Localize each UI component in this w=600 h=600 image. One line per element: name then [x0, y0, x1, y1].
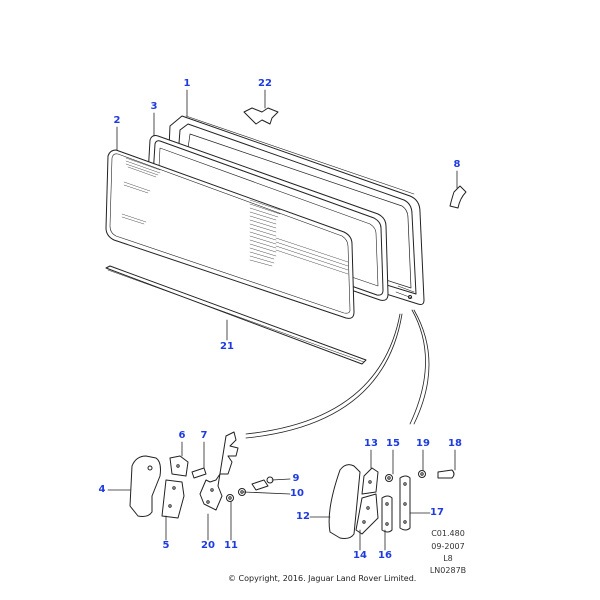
- callout-part-5[interactable]: 5: [162, 540, 170, 551]
- callout-part-12[interactable]: 12: [296, 511, 310, 522]
- callout-part-14[interactable]: 14: [353, 550, 367, 561]
- callout-part-10[interactable]: 10: [290, 488, 304, 499]
- callout-part-2[interactable]: 2: [113, 115, 121, 126]
- callout-part-9[interactable]: 9: [292, 473, 300, 484]
- callout-part-1[interactable]: 1: [183, 78, 191, 89]
- callout-part-18[interactable]: 18: [448, 438, 462, 449]
- callout-part-8[interactable]: 8: [453, 159, 461, 170]
- clip-part-8: [449, 185, 467, 209]
- callout-part-16[interactable]: 16: [378, 550, 392, 561]
- reference-level: L8: [443, 554, 453, 563]
- left-hinge-assembly: [129, 431, 274, 519]
- callout-part-19[interactable]: 19: [416, 438, 430, 449]
- detail-lines: [245, 309, 430, 439]
- callout-part-13[interactable]: 13: [364, 438, 378, 449]
- callout-part-3[interactable]: 3: [150, 101, 158, 112]
- callout-part-21[interactable]: 21: [220, 341, 234, 352]
- callout-part-11[interactable]: 11: [224, 540, 238, 551]
- callout-part-15[interactable]: 15: [386, 438, 400, 449]
- callout-part-4[interactable]: 4: [98, 484, 106, 495]
- reference-date: 09-2007: [431, 542, 465, 551]
- callout-part-17[interactable]: 17: [430, 507, 444, 518]
- label-part-22: [243, 107, 279, 125]
- callout-part-22[interactable]: 22: [258, 78, 272, 89]
- callout-part-6[interactable]: 6: [178, 430, 186, 441]
- right-hinge-assembly: [328, 464, 455, 539]
- callout-part-7[interactable]: 7: [200, 430, 208, 441]
- finisher-strip-part-21: [105, 265, 367, 365]
- reference-code: C01.480: [431, 529, 465, 538]
- copyright-notice: © Copyright, 2016. Jaguar Land Rover Lim…: [228, 574, 417, 583]
- callout-part-20[interactable]: 20: [201, 540, 215, 551]
- leader-lines: [107, 89, 458, 551]
- drawing-number: LN0287B: [429, 566, 467, 575]
- glass-part-2: [105, 149, 355, 319]
